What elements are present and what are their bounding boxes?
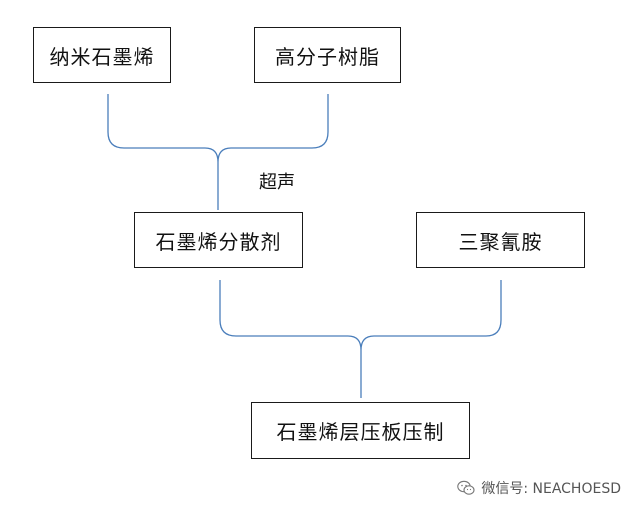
lamination-box: 石墨烯层压板压制	[251, 402, 470, 459]
ultrasound-label: 超声	[259, 172, 295, 193]
graphene-dispersant-label: 石墨烯分散剂	[155, 229, 282, 254]
polymer-resin-box: 高分子树脂	[254, 27, 401, 83]
melamine-label: 三聚氰胺	[458, 229, 543, 254]
graphene-dispersant-box: 石墨烯分散剂	[134, 212, 303, 268]
watermark-text: 微信号: NEACHOESD	[481, 481, 621, 497]
brace-bottom	[219, 280, 502, 398]
melamine-box: 三聚氰胺	[416, 212, 585, 268]
nano-graphene-label: 纳米石墨烯	[49, 44, 155, 69]
polymer-resin-label: 高分子树脂	[275, 44, 380, 69]
wechat-icon	[457, 480, 475, 495]
nano-graphene-box: 纳米石墨烯	[33, 27, 171, 83]
watermark: 微信号: NEACHOESD	[457, 478, 621, 498]
brace-top	[107, 94, 329, 210]
lamination-label: 石墨烯层压板压制	[276, 420, 445, 444]
